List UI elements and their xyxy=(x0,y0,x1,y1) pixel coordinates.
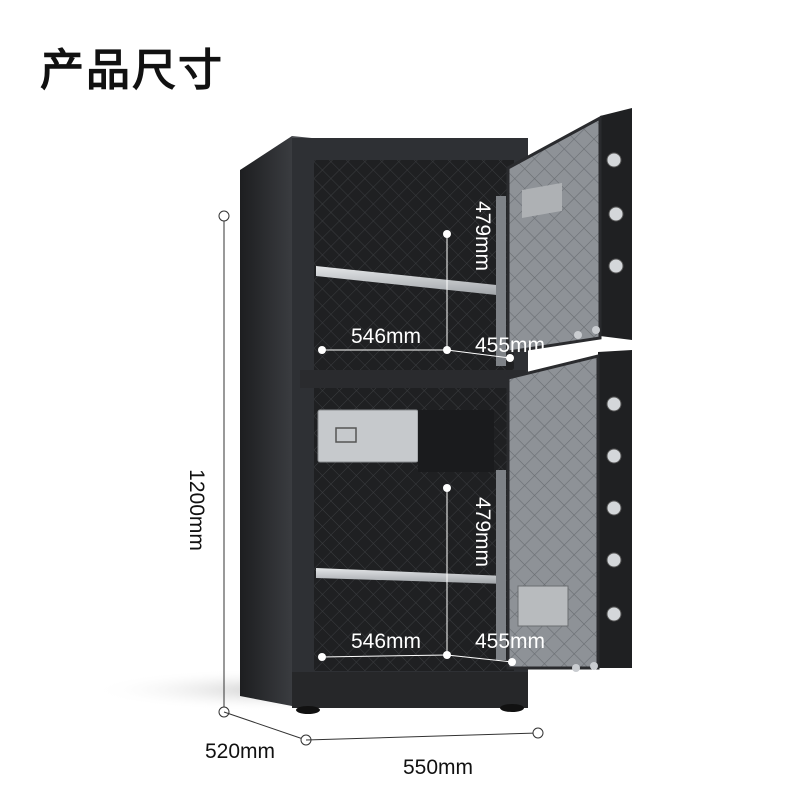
upper-door-edge xyxy=(600,108,632,340)
upper-hinge-1 xyxy=(574,331,582,339)
width-dimension-line xyxy=(305,732,539,741)
lower-inner-width-left-marker xyxy=(318,653,326,661)
height-label: 1200mm xyxy=(185,469,208,551)
lower-shelf xyxy=(316,568,506,584)
lower-bolt-2 xyxy=(606,448,622,464)
height-dimension-top-marker xyxy=(218,210,230,222)
upper-inner-depth-label: 455mm xyxy=(475,334,545,357)
lower-bolt-3 xyxy=(606,500,622,516)
upper-bolt-3 xyxy=(608,258,624,274)
upper-inner-depth-line xyxy=(446,349,511,359)
inner-drawer-box xyxy=(317,409,419,463)
lower-inner-width-label: 546mm xyxy=(351,630,421,653)
lower-bolt-5 xyxy=(606,606,622,622)
lower-inner-depth-end-marker xyxy=(508,658,516,666)
safe-side-panel xyxy=(240,136,292,706)
inner-drawer-shadow xyxy=(418,410,494,472)
upper-door-plate xyxy=(522,182,562,218)
upper-inner-width-left-marker xyxy=(318,346,326,354)
depth-label: 520mm xyxy=(205,740,275,763)
lower-inner-depth-label: 455mm xyxy=(475,630,545,653)
upper-inner-depth-end-marker xyxy=(506,354,514,362)
page-title: 产品尺寸 xyxy=(40,45,224,96)
lower-bolt-1 xyxy=(606,396,622,412)
upper-hinge-2 xyxy=(592,326,600,334)
lower-hinge-1 xyxy=(572,664,580,672)
upper-compartment-interior xyxy=(314,160,514,370)
upper-bolt-1 xyxy=(606,152,622,168)
middle-divider xyxy=(300,370,526,388)
lower-inner-height-label: 479mm xyxy=(471,497,494,567)
lower-inner-depth-line xyxy=(446,654,513,663)
lower-rail xyxy=(496,470,506,660)
foot-right xyxy=(500,704,524,712)
upper-inner-height-label: 479mm xyxy=(471,201,494,271)
safe-base xyxy=(292,672,528,708)
upper-bolt-2 xyxy=(608,206,624,222)
upper-shelf xyxy=(316,266,506,296)
depth-dimension-line xyxy=(223,711,307,741)
foot-left xyxy=(296,706,320,714)
lower-hinge-2 xyxy=(590,662,598,670)
upper-inner-height-top-marker xyxy=(443,230,451,238)
lower-door-pocket xyxy=(517,585,569,627)
inner-drawer-lock xyxy=(335,427,357,443)
upper-rail xyxy=(496,196,506,366)
upper-door-panel xyxy=(506,115,602,354)
width-dimension-end-marker xyxy=(532,727,544,739)
upper-inner-width-label: 546mm xyxy=(351,325,421,348)
lower-bolt-4 xyxy=(606,552,622,568)
width-label: 550mm xyxy=(403,756,473,779)
lower-inner-width-line xyxy=(321,654,448,658)
lower-inner-height-top-marker xyxy=(443,484,451,492)
